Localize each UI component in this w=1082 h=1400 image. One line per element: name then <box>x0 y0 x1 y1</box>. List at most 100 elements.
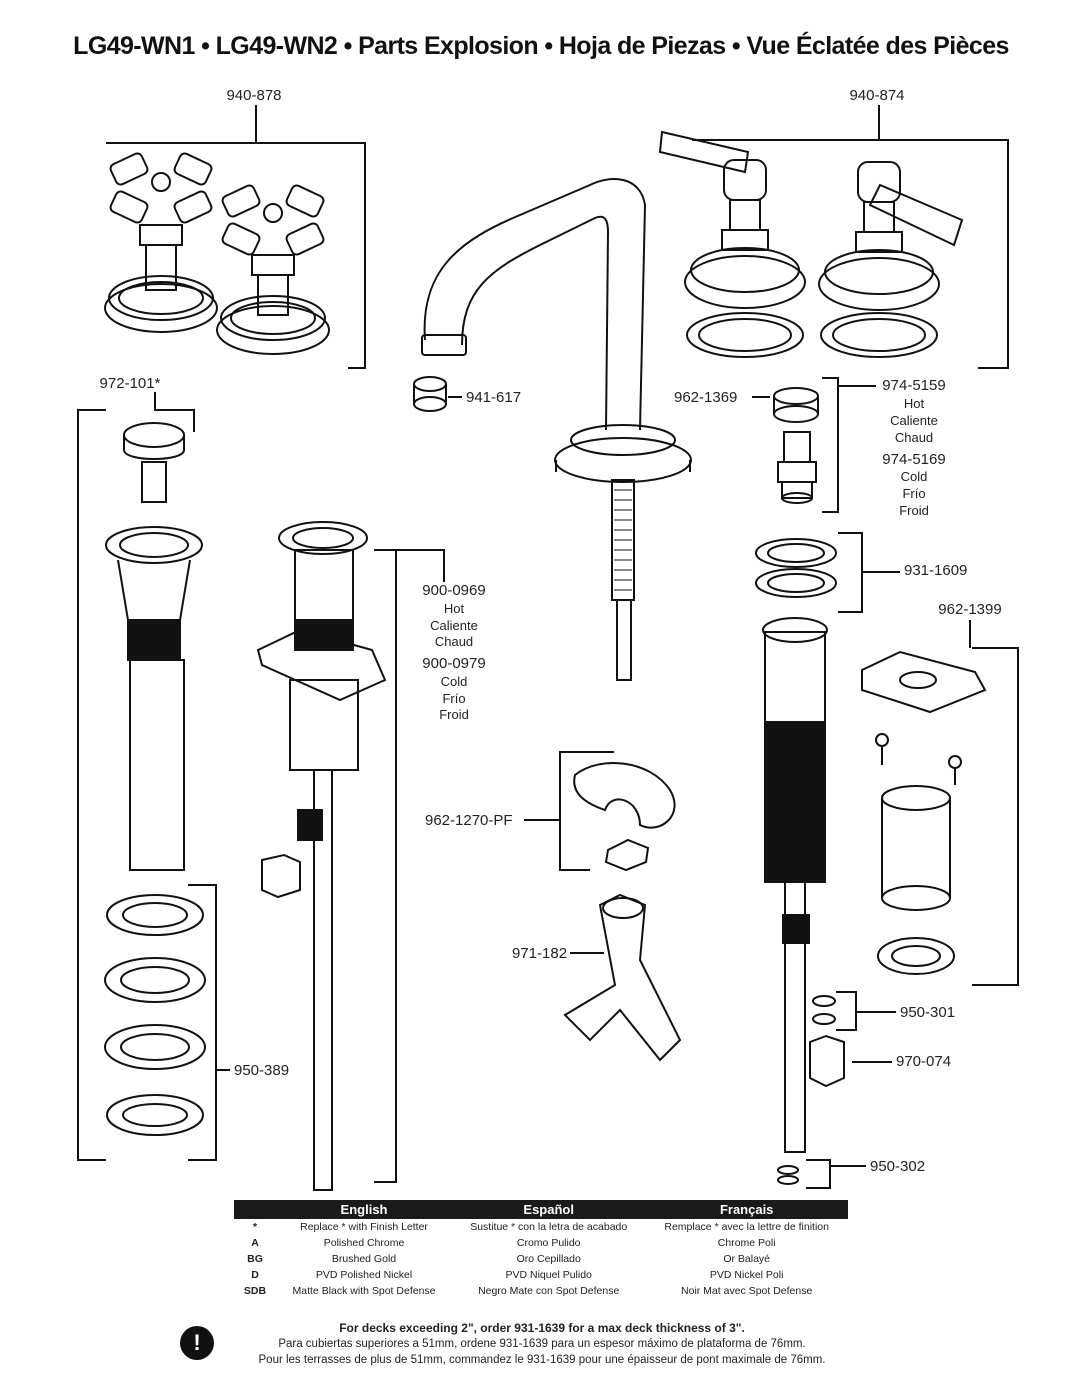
label-974-5169-frio: Frío <box>902 486 925 501</box>
bonnet-nut-962-1369 <box>773 387 819 423</box>
legend-code: D <box>251 1269 259 1281</box>
label-950-389: 950-389 <box>234 1062 289 1079</box>
legend-row: D PVD Polished Nickel PVD Niquel Pulido … <box>234 1267 848 1283</box>
label-962-1369: 962-1369 <box>674 389 737 406</box>
legend-en: Polished Chrome <box>323 1237 405 1249</box>
legend-es: Sustitue * con la letra de acabado <box>470 1221 628 1233</box>
label-962-1399: 962-1399 <box>938 601 1001 618</box>
note-line-french: Pour les terrasses de plus de 51mm, comm… <box>258 1354 826 1366</box>
legend-header-english: English <box>276 1200 453 1219</box>
valve-body-900-0969 <box>256 521 387 1191</box>
bracket-950-302 <box>806 1159 831 1189</box>
legend-en: Matte Black with Spot Defense <box>292 1285 436 1297</box>
nut-970-074 <box>809 1034 845 1088</box>
hex-nut <box>261 853 301 899</box>
label-931-1609: 931-1609 <box>904 562 967 579</box>
spout <box>421 178 692 681</box>
bracket-900-0969 <box>374 549 397 1183</box>
cross-handle-right <box>216 184 330 355</box>
legend-header-espanol: Español <box>452 1200 646 1219</box>
bracket-974-5159 <box>822 377 839 513</box>
legend-es: PVD Niquel Pulido <box>505 1269 592 1281</box>
o-rings-950-302 <box>777 1165 799 1185</box>
drain-assembly-972-101 <box>105 422 203 871</box>
label-974-5159-chaud: Chaud <box>895 430 933 445</box>
note-line-spanish: Para cubiertas superiores a 51mm, ordene… <box>278 1338 806 1350</box>
bracket-972-101 <box>77 409 106 1161</box>
label-974-5169-cold: Cold <box>901 469 928 484</box>
legend-en: Brushed Gold <box>331 1253 397 1265</box>
label-950-301: 950-301 <box>900 1004 955 1021</box>
flange-931-1609 <box>755 538 837 598</box>
legend-es: Oro Cepillado <box>516 1253 581 1265</box>
label-900-0979-froid: Froid <box>439 707 469 722</box>
legend-code: * <box>252 1221 258 1233</box>
page-title: LG49-WN1 • LG49-WN2 • Parts Explosion • … <box>73 32 1009 60</box>
label-970-074: 970-074 <box>896 1053 951 1070</box>
note-line-english: For decks exceeding 2", order 931-1639 f… <box>339 1321 745 1335</box>
finish-legend-table: English Español Français * Replace * wit… <box>234 1200 848 1299</box>
cartridge <box>777 431 817 504</box>
bracket-931-1609 <box>838 532 863 613</box>
leader-900-0969 <box>396 549 445 582</box>
legend-en: Replace * with Finish Letter <box>300 1221 428 1233</box>
label-974-5169-froid: Froid <box>899 503 929 518</box>
bracket-950-301 <box>836 991 857 1031</box>
lever-handle-left <box>658 130 806 358</box>
aerator-941-617 <box>413 376 447 412</box>
label-950-302: 950-302 <box>870 1158 925 1175</box>
legend-row: A Polished Chrome Cromo Pulido Chrome Po… <box>234 1235 848 1251</box>
legend-en: PVD Polished Nickel <box>315 1269 413 1281</box>
label-971-182: 971-182 <box>512 945 567 962</box>
deck-thickness-note: For decks exceeding 2", order 931-1639 f… <box>222 1320 862 1368</box>
label-974-5159-hot: Hot <box>904 396 925 411</box>
exclamation-icon: ! <box>180 1326 214 1360</box>
label-900-0979-cold: Cold <box>441 674 468 689</box>
label-900-0969: 900-0969 <box>422 582 485 599</box>
legend-fr: Chrome Poli <box>717 1237 776 1249</box>
label-900-0969-chaud: Chaud <box>435 634 473 649</box>
label-974-5159: 974-5159 <box>882 377 945 394</box>
legend-es: Cromo Pulido <box>516 1237 581 1249</box>
cross-handle-assembly-940-878 <box>104 152 330 355</box>
washer-set-950-389 <box>104 894 206 1136</box>
bracket-962-1270-PF <box>559 751 614 871</box>
label-900-0979-frio: Frío <box>442 691 465 706</box>
legend-row: * Replace * with Finish Letter Sustitue … <box>234 1219 848 1235</box>
label-900-0979: 900-0979 <box>422 655 485 672</box>
legend-fr: Or Balayé <box>723 1253 771 1265</box>
lever-handle-assembly-940-874 <box>658 130 964 358</box>
valve-body-right <box>762 617 828 1153</box>
legend-fr: Remplace * avec la lettre de finition <box>664 1221 829 1233</box>
legend-fr: Noir Mat avec Spot Defense <box>681 1285 813 1297</box>
mounting-kit-962-1399 <box>861 650 987 975</box>
legend-row: BG Brushed Gold Oro Cepillado Or Balayé <box>234 1251 848 1267</box>
lever-handle-right <box>818 161 964 358</box>
legend-header-code <box>234 1200 276 1219</box>
legend-es: Negro Mate con Spot Defense <box>478 1285 620 1297</box>
label-940-878: 940-878 <box>226 87 281 104</box>
bracket-940-874 <box>692 139 1009 369</box>
spout-mount-962-1270-PF <box>573 762 676 872</box>
o-rings-950-301 <box>812 995 836 1025</box>
label-962-1270-PF: 962-1270-PF <box>425 812 513 829</box>
bracket-962-1399 <box>972 647 1019 986</box>
legend-row: SDB Matte Black with Spot Defense Negro … <box>234 1283 848 1299</box>
legend-code: BG <box>247 1253 263 1265</box>
label-941-617: 941-617 <box>466 389 521 406</box>
bracket-940-878 <box>106 142 366 369</box>
bracket-950-389 <box>188 884 217 1161</box>
label-940-874: 940-874 <box>849 87 904 104</box>
label-900-0969-caliente: Caliente <box>430 618 478 633</box>
label-900-0969-hot: Hot <box>444 601 465 616</box>
legend-fr: PVD Nickel Poli <box>709 1269 784 1281</box>
label-972-101: 972-101* <box>100 375 161 392</box>
label-974-5169: 974-5169 <box>882 451 945 468</box>
cross-handle-left <box>104 152 218 333</box>
leader-972-101 <box>154 392 195 432</box>
legend-code: SDB <box>243 1285 267 1297</box>
legend-code: A <box>251 1237 259 1249</box>
mounting-bracket-971-182 <box>563 893 682 1062</box>
legend-header-francais: Français <box>645 1200 848 1219</box>
